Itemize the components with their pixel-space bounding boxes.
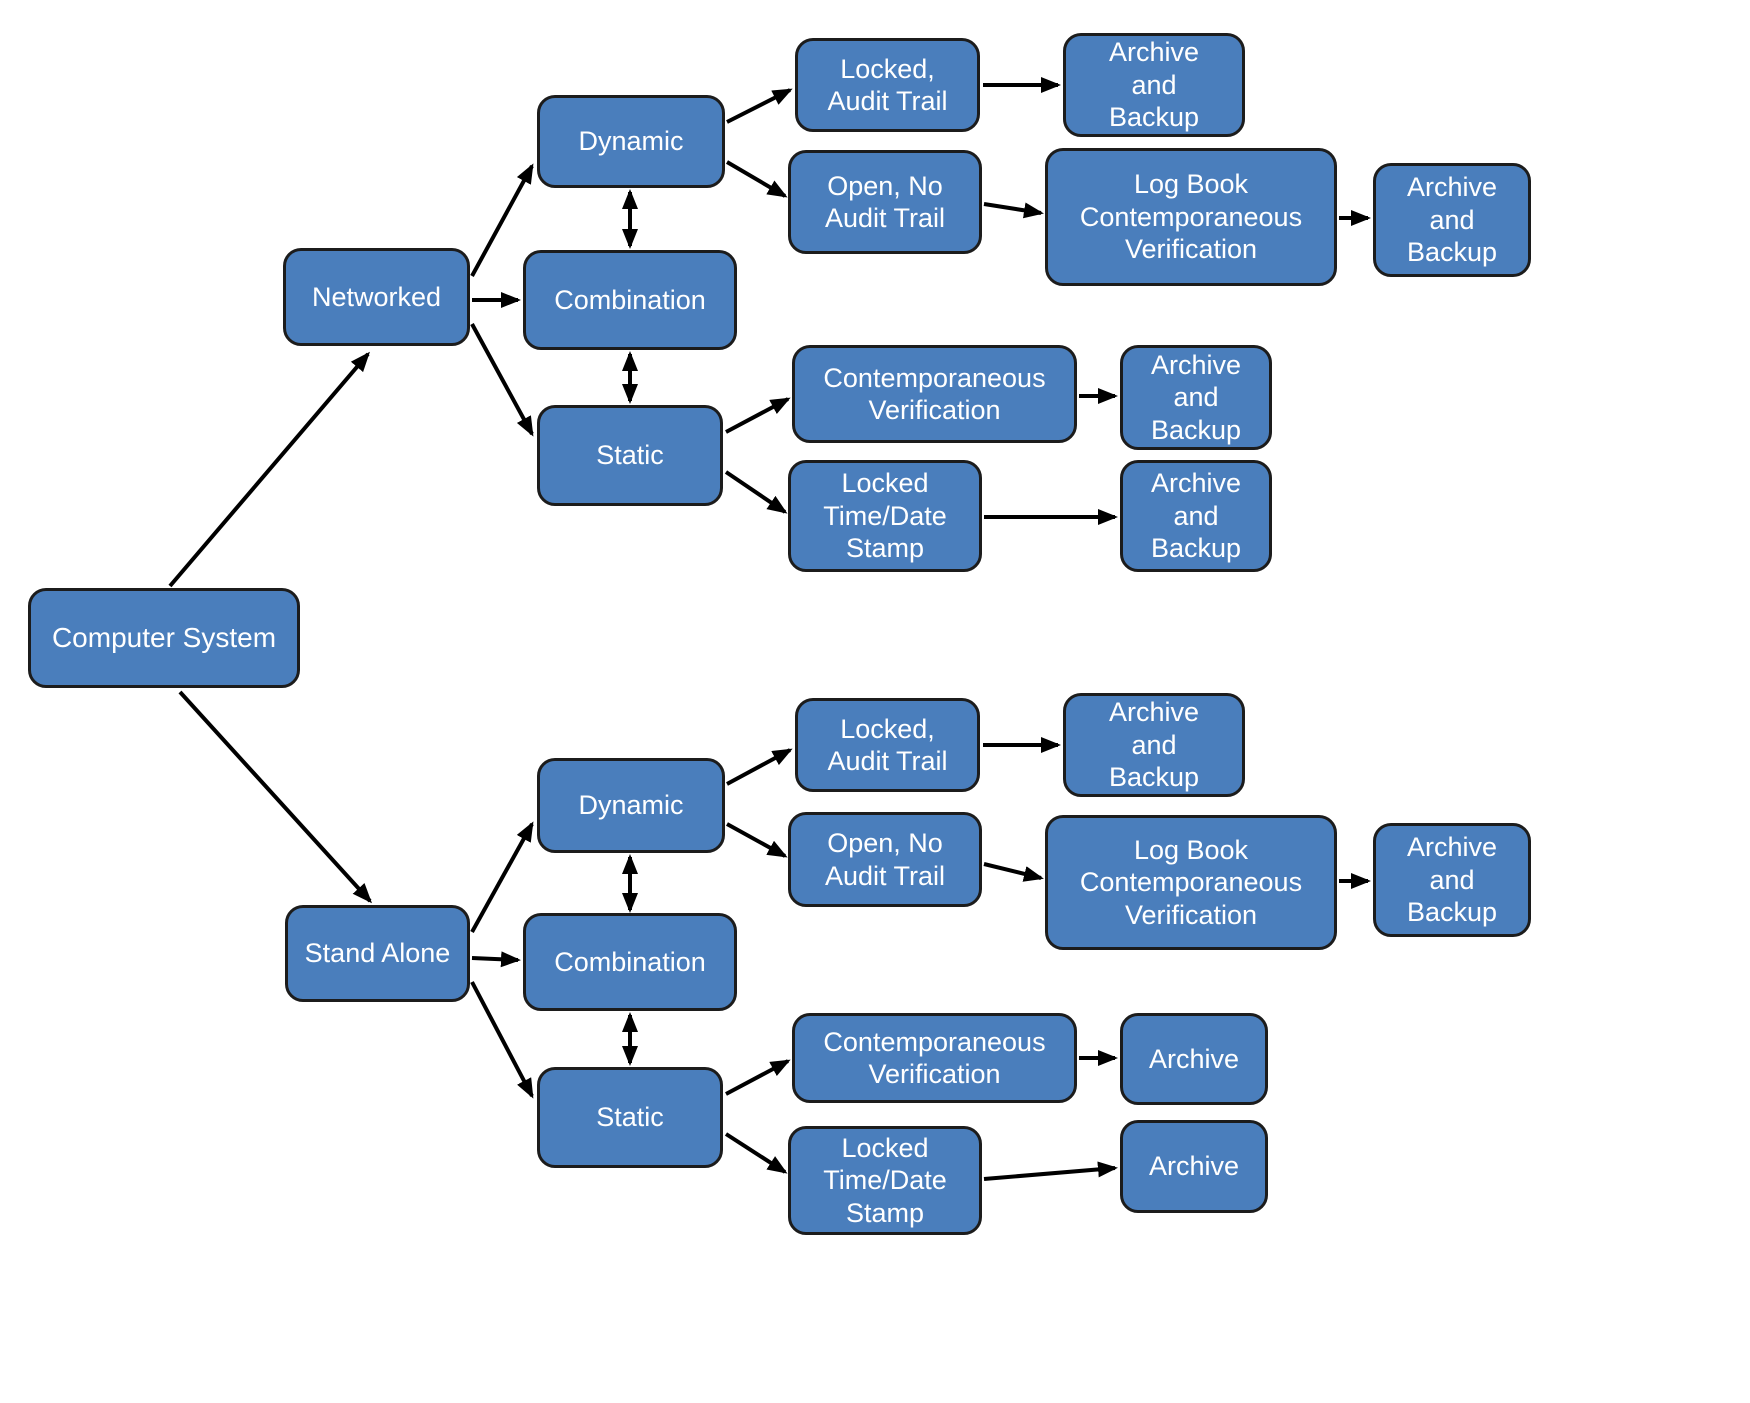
node-networked-archive-backup-1: Archive and Backup	[1063, 33, 1245, 137]
node-networked-combination: Combination	[523, 250, 737, 350]
node-standalone-locked-time-date-stamp: Locked Time/Date Stamp	[788, 1126, 982, 1235]
node-standalone-contemporaneous-verification: Contemporaneous Verification	[792, 1013, 1077, 1103]
node-standalone-open-no-audit-trail: Open, No Audit Trail	[788, 812, 982, 907]
node-standalone-archive-1: Archive	[1120, 1013, 1268, 1105]
node-standalone-static: Static	[537, 1067, 723, 1168]
node-networked-archive-backup-4: Archive and Backup	[1120, 460, 1272, 572]
node-networked-locked-time-date-stamp: Locked Time/Date Stamp	[788, 460, 982, 572]
node-networked-log-book: Log Book Contemporaneous Verification	[1045, 148, 1337, 286]
node-standalone-log-book: Log Book Contemporaneous Verification	[1045, 815, 1337, 950]
node-networked-open-no-audit-trail: Open, No Audit Trail	[788, 150, 982, 254]
node-standalone-archive-backup-2: Archive and Backup	[1373, 823, 1531, 937]
node-standalone-combination: Combination	[523, 913, 737, 1011]
node-networked-contemporaneous-verification: Contemporaneous Verification	[792, 345, 1077, 443]
node-standalone-locked-audit-trail: Locked, Audit Trail	[795, 698, 980, 792]
node-standalone-archive-backup-1: Archive and Backup	[1063, 693, 1245, 797]
node-networked-dynamic: Dynamic	[537, 95, 725, 188]
node-standalone-archive-2: Archive	[1120, 1120, 1268, 1213]
node-computer-system: Computer System	[28, 588, 300, 688]
node-networked-static: Static	[537, 405, 723, 506]
node-stand-alone: Stand Alone	[285, 905, 470, 1002]
node-networked: Networked	[283, 248, 470, 346]
node-networked-archive-backup-3: Archive and Backup	[1120, 345, 1272, 450]
node-standalone-dynamic: Dynamic	[537, 758, 725, 853]
node-networked-locked-audit-trail: Locked, Audit Trail	[795, 38, 980, 132]
node-networked-archive-backup-2: Archive and Backup	[1373, 163, 1531, 277]
